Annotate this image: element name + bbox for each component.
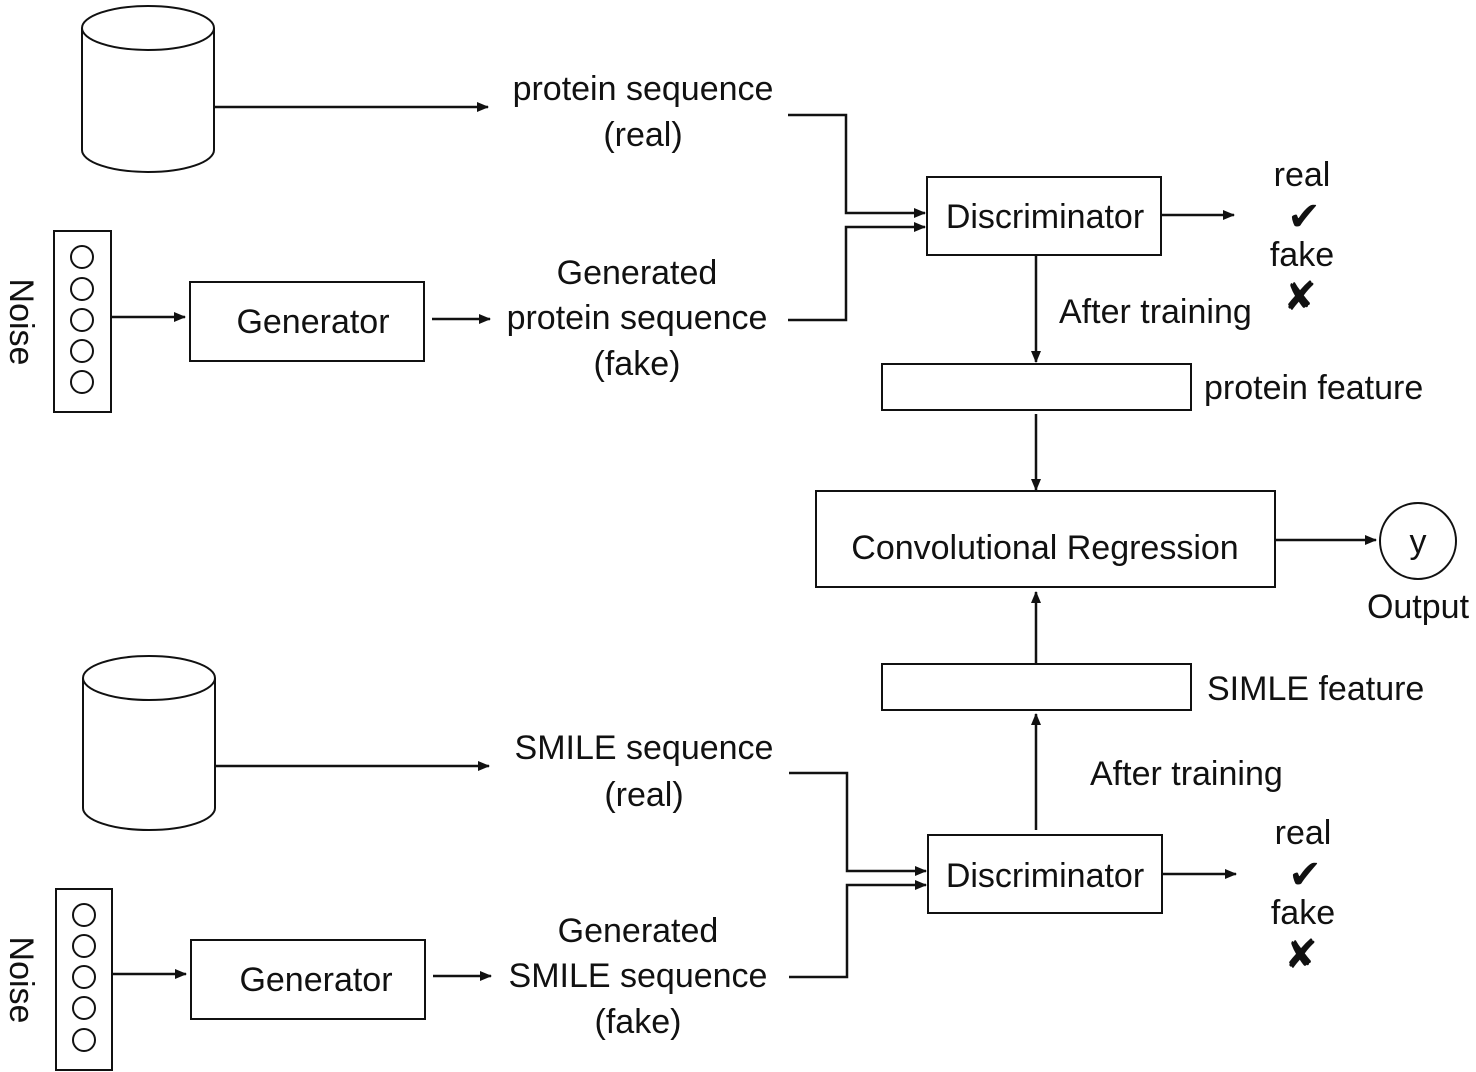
- real-seq-label-line1: protein sequence: [513, 70, 774, 108]
- gen-seq-label-line1: Generated: [557, 254, 718, 292]
- noise-label: Noise: [2, 279, 40, 366]
- generator-label-bottom: Generator: [239, 961, 392, 999]
- simle-feature-box: [881, 663, 1192, 711]
- discriminator-label: Discriminator: [946, 198, 1144, 236]
- smile-seq-label-line2: (real): [604, 776, 683, 814]
- protein-feature-box: [881, 363, 1192, 411]
- output-node: [1379, 502, 1457, 580]
- generator-box-bottom: [190, 939, 426, 1020]
- real-verdict-label-bottom: real: [1275, 814, 1332, 852]
- real-verdict-label: real: [1274, 156, 1331, 194]
- discriminator-label-bottom: Discriminator: [946, 857, 1144, 895]
- fake-verdict-label-bottom: fake: [1271, 894, 1335, 932]
- smile-seq-label-line1: SMILE sequence: [515, 729, 774, 767]
- gen-smile-label-line1: Generated: [558, 912, 719, 950]
- output-symbol: y: [1410, 523, 1427, 561]
- regression-label: Convolutional Regression: [851, 529, 1238, 567]
- protein-feature-label: protein feature: [1204, 369, 1423, 407]
- noise-vector-icon: [53, 230, 112, 413]
- simle-feature-label: SIMLE feature: [1207, 670, 1424, 708]
- real-seq-label-line2: (real): [603, 116, 682, 154]
- gen-seq-label-line3: (fake): [594, 345, 681, 383]
- protein-database-icon: [81, 5, 215, 173]
- gen-smile-label-line2: SMILE sequence: [509, 957, 768, 995]
- gen-seq-to-discriminator-arrow: [788, 222, 926, 322]
- output-label: Output: [1367, 588, 1470, 626]
- smile-database-icon: [82, 655, 216, 831]
- real-seq-to-discriminator-arrow: [788, 113, 926, 218]
- generator-label: Generator: [236, 303, 389, 341]
- discriminator-box-bottom: [927, 834, 1163, 914]
- check-icon: ✔: [1287, 194, 1321, 240]
- fake-verdict-label: fake: [1270, 236, 1334, 274]
- gen-seq-label-line2: protein sequence: [507, 299, 768, 337]
- smile-seq-to-discriminator-arrow: [789, 771, 927, 876]
- gen-smile-label-line3: (fake): [595, 1003, 682, 1041]
- after-training-label-bottom: After training: [1090, 755, 1283, 793]
- cross-icon-bottom: ✘: [1284, 932, 1318, 978]
- cross-icon: ✘: [1283, 274, 1317, 320]
- regression-box: [815, 490, 1276, 588]
- gen-smile-to-discriminator-arrow: [789, 880, 927, 979]
- check-icon-bottom: ✔: [1288, 852, 1322, 898]
- after-training-label: After training: [1059, 293, 1252, 331]
- discriminator-box: [926, 176, 1162, 256]
- noise-label-bottom: Noise: [2, 937, 40, 1024]
- generator-box: [189, 281, 425, 362]
- noise-vector-icon-bottom: [55, 888, 113, 1071]
